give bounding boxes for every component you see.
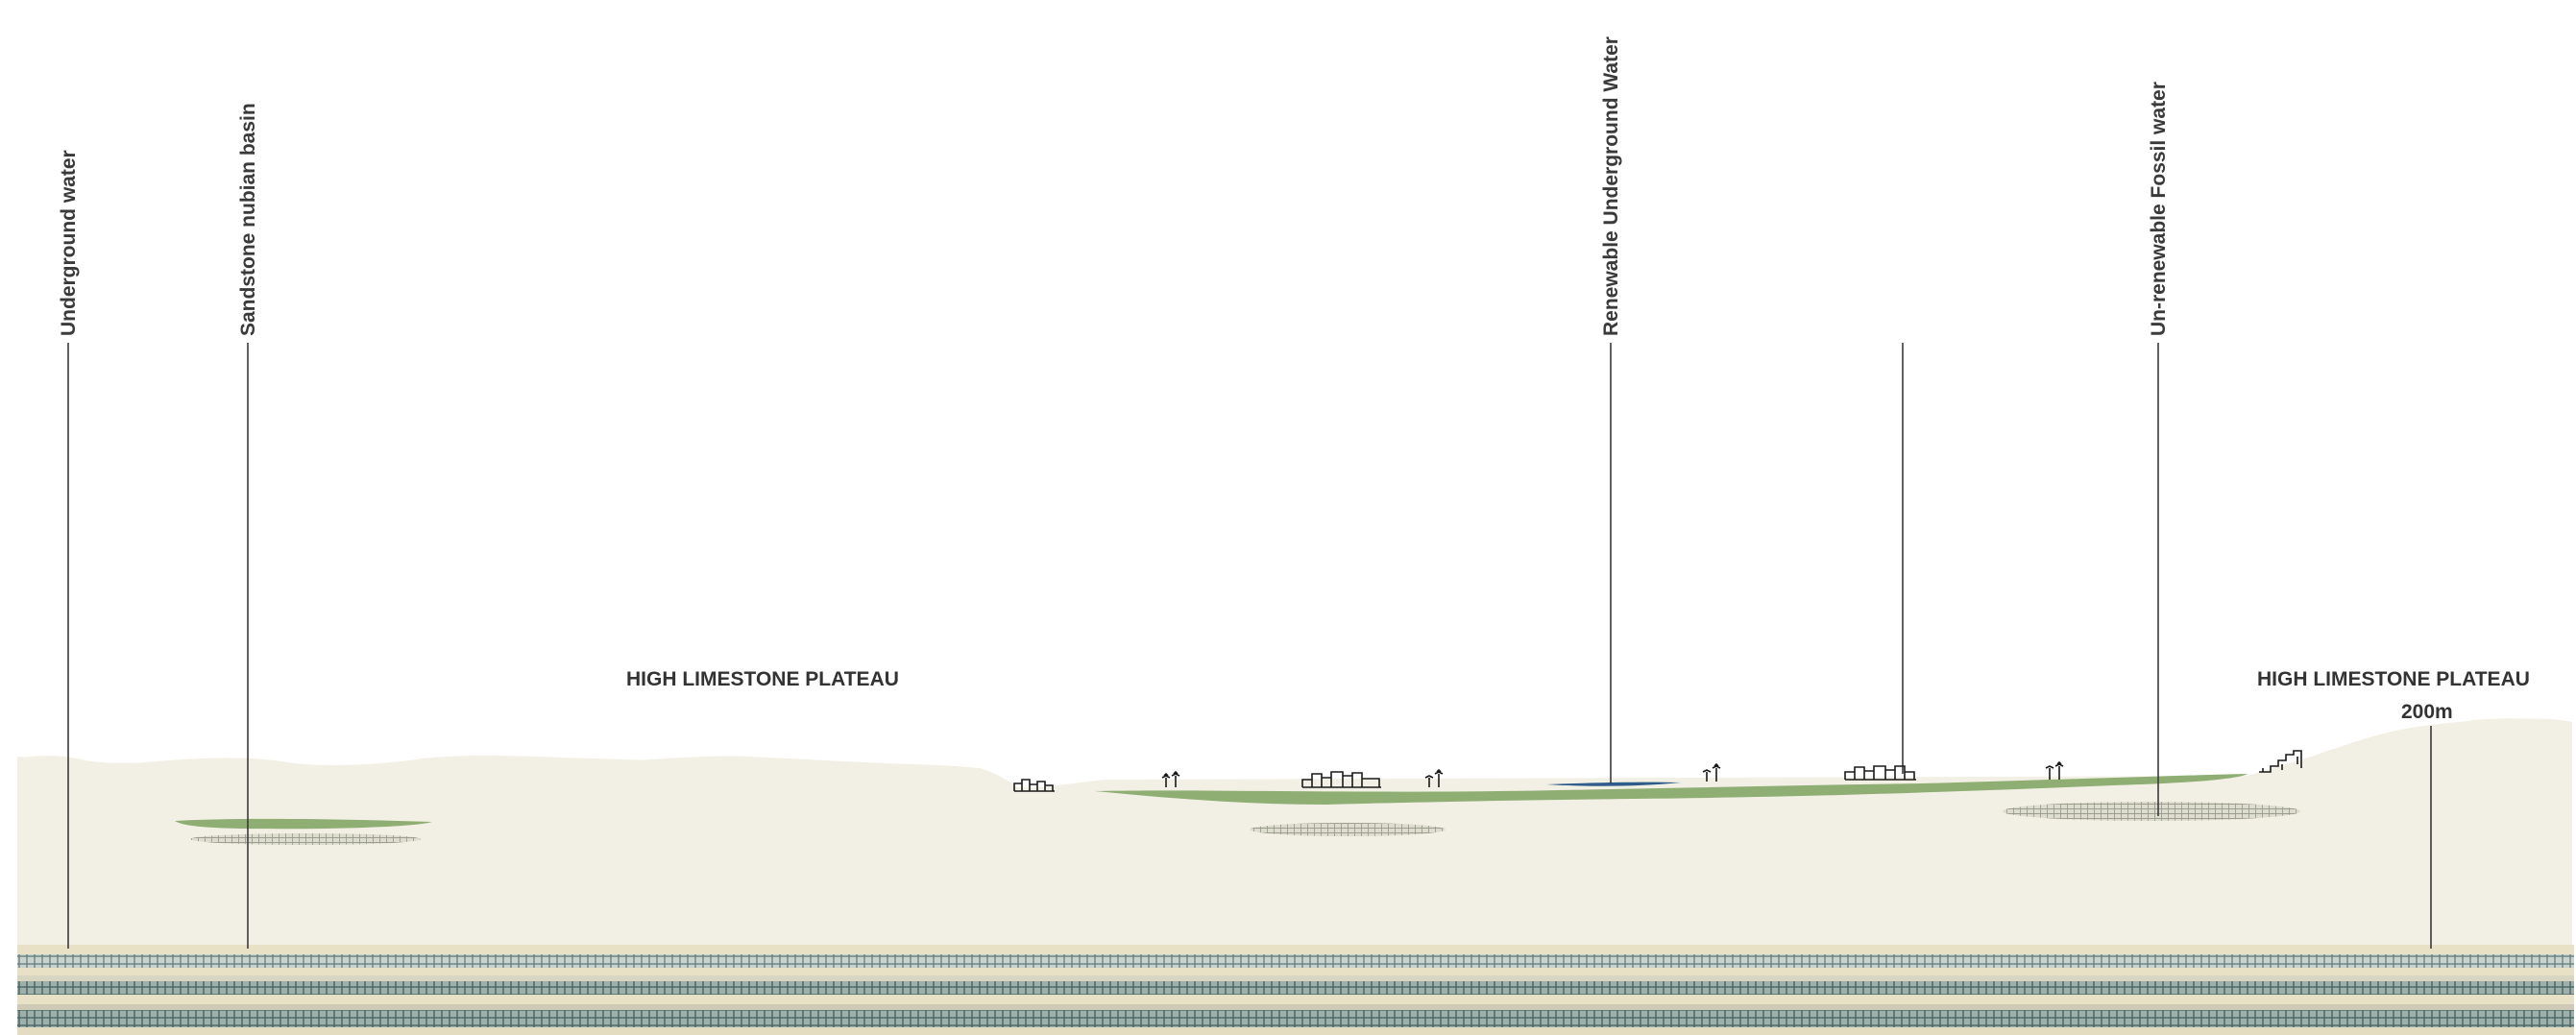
palm-tree-icon [1702,762,1721,782]
village-icon [2259,750,2302,773]
label-underground-water: Underground water [58,150,80,336]
oasis-vegetation-center [1095,774,2248,805]
label-sandstone-nubian-basin: Sandstone nubian basin [237,103,259,336]
aquifer-right [2003,802,2300,821]
central-basin [1018,718,2572,960]
left-plateau [17,756,1018,960]
village-icon [1013,779,1055,792]
label-plateau-right: HIGH LIMESTONE PLATEAU [2257,668,2530,690]
label-unrenewable-fossil-water: Un-renewable Fossil water [2148,82,2170,336]
renewable-water-lens [1546,782,1681,786]
village-icon [1844,765,1916,781]
aquifer-center [1250,823,1446,836]
palm-tree-icon [1161,770,1180,787]
palm-tree-icon [1424,768,1444,787]
palm-tree-icon [2045,760,2064,780]
aquifer-left [190,833,421,845]
label-renewable-underground-water: Renewable Underground Water [1600,36,1622,336]
label-plateau-left: HIGH LIMESTONE PLATEAU [626,668,899,690]
label-elevation: 200m [2401,701,2453,723]
village-icon [1301,771,1381,788]
strata-layers [17,945,2574,1035]
oasis-vegetation-left [175,818,432,830]
